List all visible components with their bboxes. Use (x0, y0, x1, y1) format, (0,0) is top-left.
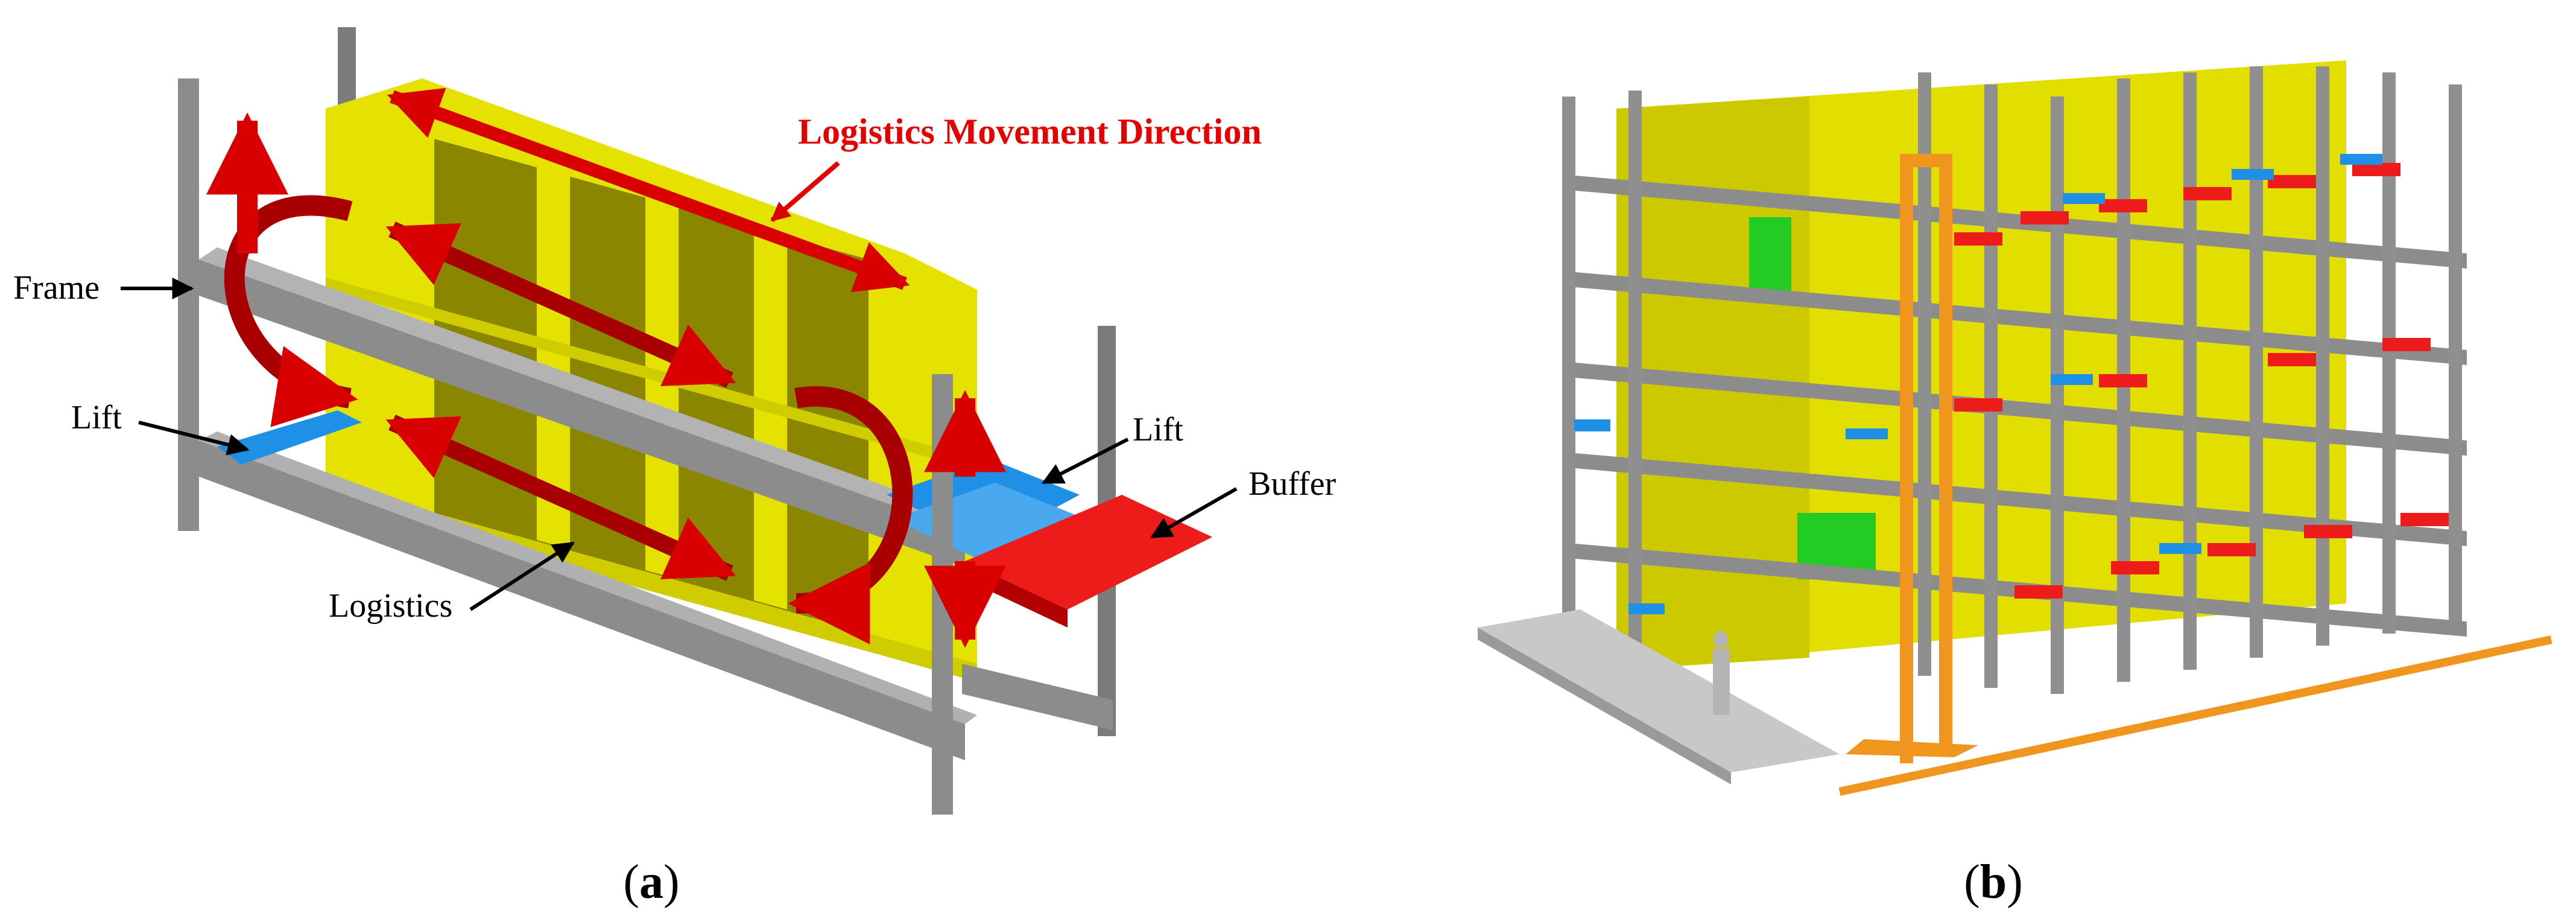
movement-arrow-lower (385, 415, 736, 581)
caption-paren: ( (1964, 856, 1980, 909)
input-conveyor (1478, 609, 1840, 772)
rack-posts (1562, 66, 2462, 694)
lift-label-right: Lift (1133, 411, 1183, 448)
callout-arrow-buffer (1150, 487, 1238, 539)
stacker-crane-mast (1939, 154, 1952, 751)
caption-b: (b) (1964, 856, 2023, 909)
caption-letter: b (1980, 856, 2007, 909)
front-base-rail (962, 664, 1113, 730)
logistics-label: Logistics (329, 587, 452, 625)
stacker-crane-base (1846, 739, 1978, 757)
shuttles-red (1954, 163, 2449, 599)
movement-arrow-upper (385, 221, 736, 388)
callout-arrow-lift-left (138, 421, 250, 456)
crane-floor-rail (1838, 635, 2552, 796)
frame-post (178, 78, 199, 531)
stacker-crane-top (1900, 154, 1952, 167)
caption-paren: ) (663, 856, 680, 909)
movement-arrow-top (387, 87, 910, 293)
panel-b: (b) (1478, 60, 2552, 909)
person-figure (1714, 631, 1728, 648)
container-band (645, 196, 679, 579)
shuttles-blue (1574, 154, 2382, 614)
callout-arrow-lift-right (1041, 437, 1129, 485)
buffer-label: Buffer (1248, 465, 1336, 503)
frame-label: Frame (13, 269, 100, 307)
callout-arrow-logistics (469, 541, 575, 611)
highlight-container (1749, 217, 1791, 296)
callout-arrow-direction (770, 161, 840, 223)
stacker-crane-mast (1900, 160, 1913, 763)
lift-loop-arrow-left (224, 195, 358, 427)
frame-post (932, 374, 953, 815)
lift-loop-arrow-right (788, 386, 913, 644)
lift-label-left: Lift (71, 399, 122, 436)
caption-letter: a (639, 856, 663, 909)
caption-paren: ( (623, 856, 639, 909)
input-conveyor-side (1478, 628, 1731, 784)
container-band (754, 226, 787, 609)
direction-label: Logistics Movement Direction (798, 112, 1262, 151)
caption-a: (a) (623, 856, 679, 909)
caption-paren: ) (2007, 856, 2023, 909)
person-figure (1713, 649, 1730, 715)
panel-a: Logistics Movement Direction Frame Lift … (13, 27, 1336, 909)
